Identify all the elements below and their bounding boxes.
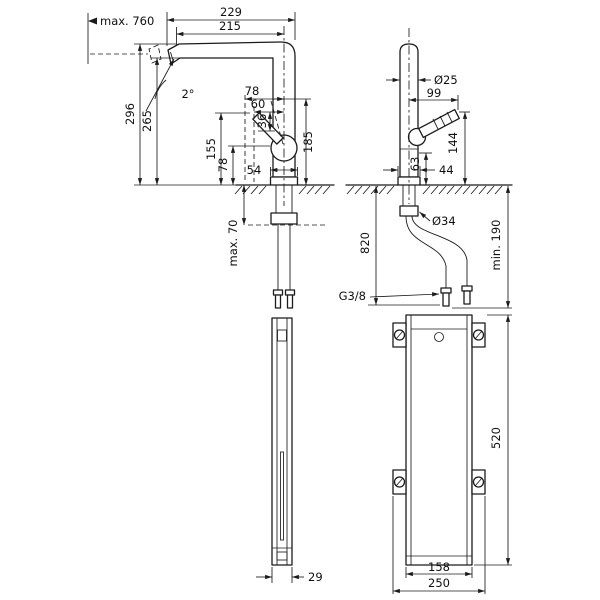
dim-pivot-height-label: 63 — [408, 157, 422, 172]
dim-handle-reach-label: 99 — [427, 86, 442, 100]
dim-rail-width-label: 158 — [428, 560, 450, 574]
countertop-hatching-right — [346, 185, 503, 195]
left-view-dimensions — [88, 12, 311, 583]
supply-hoses-side — [272, 231, 296, 309]
dim-height-ball-label: 78 — [216, 158, 230, 173]
dim-handle-front-label: 60 — [251, 97, 266, 111]
faucet-spout-body — [167, 41, 296, 178]
dim-rail-depth-label: 29 — [308, 570, 323, 584]
dim-handle-travel-label: 36 — [255, 114, 269, 129]
dim-rail-height-label: 520 — [489, 427, 503, 449]
dim-rail-width-overall-label: 250 — [428, 576, 450, 590]
dim-base-dia-label: 54 — [247, 163, 262, 177]
mounting-rail-front — [392, 314, 486, 566]
dim-max-height-label: max. 760 — [100, 14, 154, 28]
dim-reach-overall-label: 229 — [220, 5, 242, 19]
dim-hole-dia-label: Ø34 — [432, 214, 456, 228]
dim-clearance-below-label: min. 190 — [489, 220, 503, 271]
mounting-rail-side — [271, 317, 293, 566]
dim-height-clearance-label: 265 — [140, 110, 154, 132]
mounting-tabs — [392, 322, 486, 495]
countertop-section-right — [345, 184, 513, 195]
handle-lever-hatching — [432, 111, 453, 130]
dim-spout-dia-label: Ø25 — [434, 73, 458, 87]
dim-base-depth-label: 44 — [439, 163, 454, 177]
countertop-section-left — [234, 184, 335, 226]
dim-reach-label: 215 — [219, 19, 241, 33]
dim-hose-length-label: 820 — [358, 232, 372, 254]
dim-height-handle-up-label: 185 — [301, 131, 315, 153]
countertop-hatching — [234, 185, 331, 195]
right-view-front-elevation: Ø25 99 144 63 44 Ø34 820 min. 190 G3/8 5… — [339, 28, 513, 594]
mounting-shank-side — [270, 184, 298, 233]
left-view-side-elevation: 229 215 max. 760 2° 296 265 155 78 185 7… — [87, 5, 335, 584]
dim-spout-angle-label: 2° — [181, 87, 194, 101]
dim-handle-height-label: 144 — [446, 132, 460, 154]
dim-height-total-label: 296 — [123, 103, 137, 125]
dim-height-handle-label: 155 — [204, 138, 218, 160]
mounting-shank-front — [399, 184, 419, 217]
dim-handle-back-label: 78 — [245, 84, 260, 98]
dim-deck-thickness-label: max. 70 — [226, 220, 240, 267]
dim-hose-thread-label: G3/8 — [339, 289, 366, 303]
supply-hoses-front — [405, 215, 473, 307]
right-view-dimensions — [368, 77, 512, 594]
